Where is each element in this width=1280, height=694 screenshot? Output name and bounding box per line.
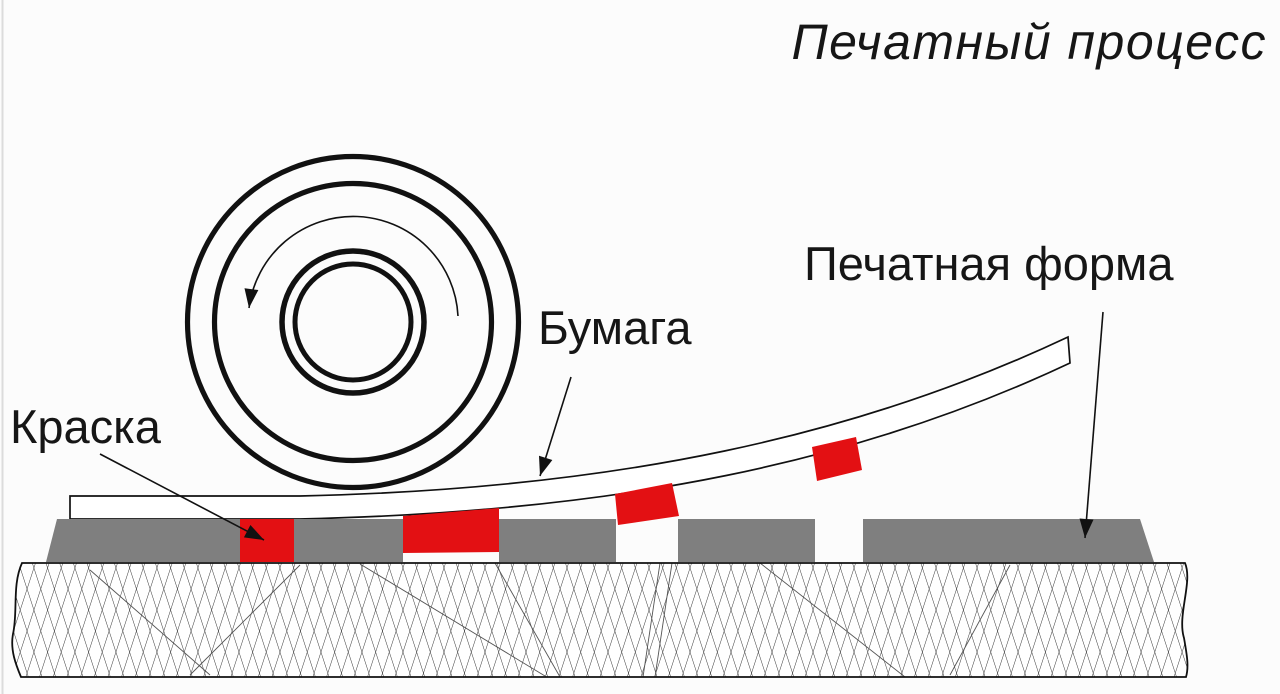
- impression-cylinder: [184, 153, 522, 491]
- paper-pointer-arrow: [538, 376, 572, 477]
- plate-segment: [499, 519, 616, 562]
- plate-segment: [863, 519, 1154, 562]
- plate-segment: [294, 519, 403, 562]
- ink-pointer-arrow: [99, 453, 265, 541]
- plate-pointer-arrow: [1079, 311, 1104, 539]
- plate-segment: [46, 519, 240, 562]
- press-bed-sketch-lines: [89, 563, 1011, 677]
- cylinder-hub-inner-ring: [292, 261, 414, 383]
- ink-patch-on-plate: [240, 519, 294, 562]
- rotation-arrow-icon: [244, 215, 459, 317]
- cylinder-hub-outer-ring: [279, 248, 427, 396]
- ink-patch-lifting: [403, 508, 499, 553]
- cylinder-outer-ring: [184, 153, 522, 491]
- page-title: Печатный процесс: [791, 14, 1267, 70]
- paper-label: Бумага: [538, 301, 692, 354]
- printing-plate: [46, 519, 1154, 562]
- press-bed-outline: [11, 562, 1189, 678]
- press-bed-hatch-b: [12, 563, 1188, 677]
- pointer-arrows: [99, 311, 1104, 541]
- cylinder-middle-ring: [211, 180, 495, 464]
- ink-patch-on-paper: [812, 437, 862, 481]
- plate-label: Печатная форма: [804, 237, 1174, 290]
- paper-sheet: [69, 335, 1071, 520]
- ink-label: Краска: [10, 400, 161, 453]
- plate-segment: [678, 519, 815, 562]
- ink-patches: [240, 437, 862, 562]
- press-bed: [11, 562, 1189, 678]
- ink-patch-on-paper: [615, 483, 679, 525]
